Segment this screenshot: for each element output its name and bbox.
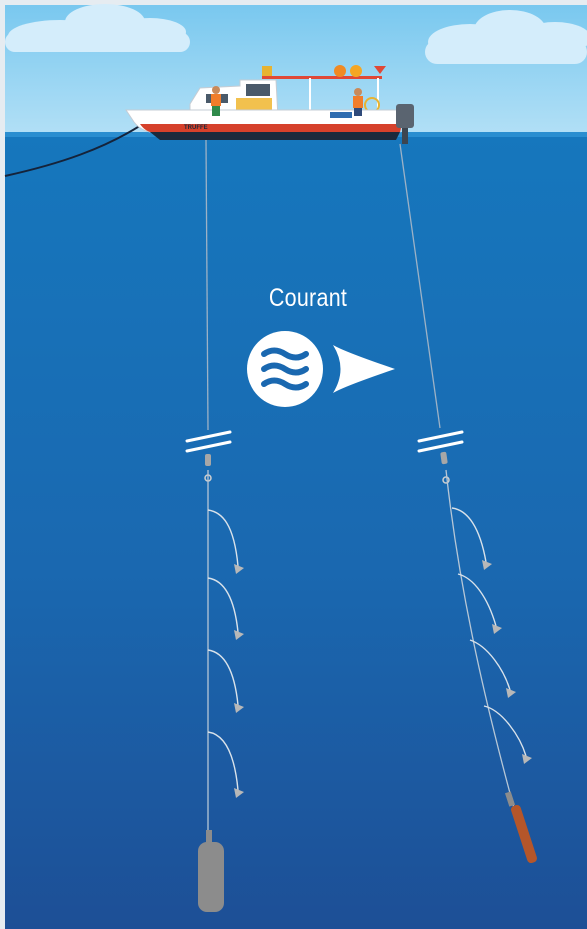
- weight-left: [198, 842, 224, 912]
- swivel-left: [205, 454, 211, 466]
- current-label: Courant: [256, 284, 359, 313]
- sea: [5, 134, 587, 929]
- fisherman-left: [211, 86, 221, 116]
- hull-name: TRUFFE: [184, 125, 208, 131]
- fisherman-right: [353, 88, 363, 116]
